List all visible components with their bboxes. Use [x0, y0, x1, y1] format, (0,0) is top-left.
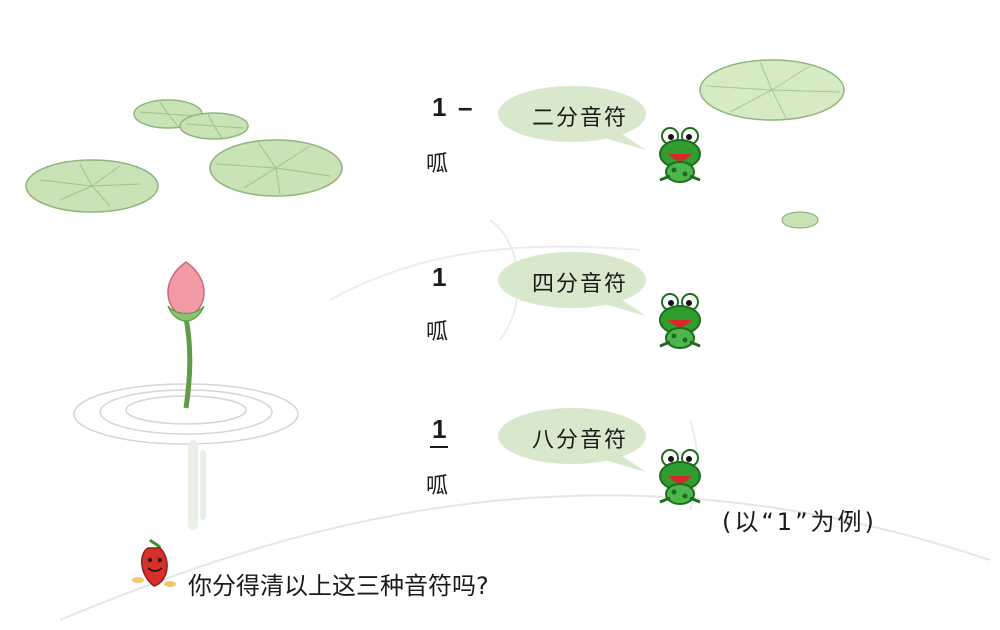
note-extension-dash: –: [458, 92, 473, 122]
lily-pad: [209, 139, 343, 197]
note-number: 1: [432, 414, 447, 444]
frog-icon: [659, 127, 701, 183]
bubble-label: 二分音符: [532, 106, 629, 131]
bubble-label: 八分音符: [532, 428, 629, 453]
speech-bubble: [498, 252, 646, 316]
lotus-stem: [183, 317, 193, 409]
lily-pad: [781, 211, 819, 229]
bubble-label: 四分音符: [532, 272, 629, 297]
water-line: [329, 245, 641, 301]
question-text: 你分得清以上这三种音符吗?: [188, 572, 489, 600]
lotus-bud: [167, 261, 205, 322]
note-syllable: 呱: [426, 320, 449, 345]
frog-icon: [659, 449, 701, 505]
eighth-note-underline: [430, 446, 448, 448]
water-line: [59, 494, 991, 621]
note-syllable: 呱: [426, 152, 449, 177]
speech-bubble: [498, 408, 646, 472]
lily-pad: [25, 159, 159, 213]
example-caption: (以“1”为例): [722, 508, 877, 536]
frog-icon: [659, 293, 701, 349]
speech-bubble: [498, 86, 646, 150]
note-number: 1: [432, 92, 447, 122]
note-number: 1: [432, 262, 447, 292]
reflection: [188, 440, 206, 530]
pepper-mascot-icon: [132, 538, 176, 587]
water-line: [689, 419, 699, 511]
lily-pad: [699, 59, 845, 121]
note-syllable: 呱: [426, 474, 449, 499]
lily-pad: [179, 112, 249, 140]
